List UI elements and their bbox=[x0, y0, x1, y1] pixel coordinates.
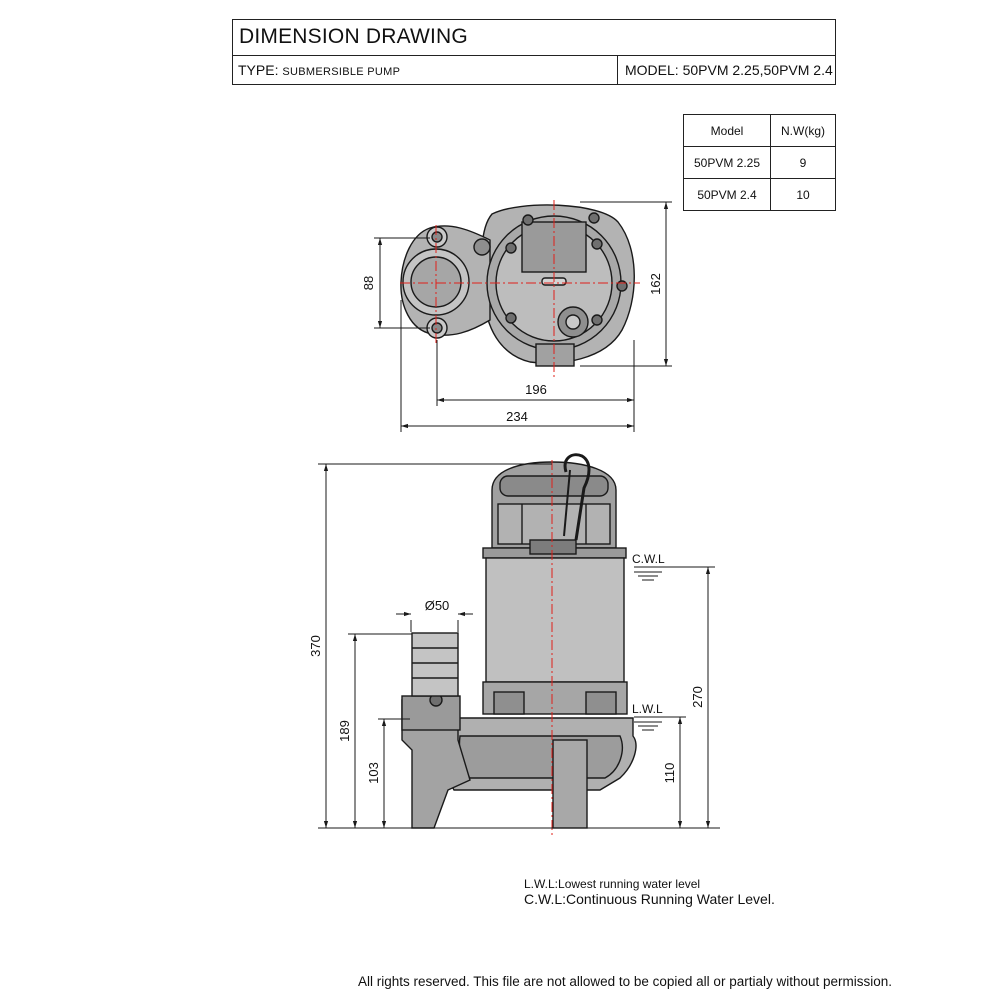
type-cell: TYPE: SUBMERSIBLE PUMP bbox=[233, 56, 618, 84]
screw bbox=[522, 214, 534, 226]
screw bbox=[505, 312, 517, 324]
weight-table: Model N.W(kg) 50PVM 2.25 9 50PVM 2.4 10 bbox=[683, 114, 836, 211]
side-cable-clamp bbox=[529, 539, 577, 555]
screw bbox=[505, 242, 517, 254]
dim-103: 103 bbox=[366, 762, 381, 784]
type-label: TYPE: bbox=[238, 62, 279, 78]
legend-lwl: L.W.L:Lowest running water level bbox=[524, 877, 701, 891]
side-leg bbox=[552, 739, 588, 829]
lwl-label: L.W.L bbox=[632, 702, 663, 716]
table-header-row: Model N.W(kg) bbox=[683, 114, 836, 147]
cwl-label: C.W.L bbox=[632, 552, 665, 566]
legend-cwl: C.W.L:Continuous Running Water Level. bbox=[524, 891, 775, 907]
flange-bolt-hole bbox=[431, 231, 443, 243]
table-row: 50PVM 2.25 9 bbox=[683, 146, 836, 179]
row-model: 50PVM 2.4 bbox=[683, 178, 771, 211]
side-motor-body bbox=[485, 557, 625, 683]
header-model: Model bbox=[683, 114, 771, 147]
side-view bbox=[401, 453, 637, 835]
dim-diameter-50: Ø50 bbox=[425, 598, 450, 613]
power-cable bbox=[563, 453, 591, 541]
dim-189: 189 bbox=[337, 720, 352, 742]
dim-234: 234 bbox=[506, 409, 528, 424]
side-top-band bbox=[499, 475, 609, 497]
dim-196: 196 bbox=[525, 382, 547, 397]
screw bbox=[591, 314, 603, 326]
cable-gland-core bbox=[565, 314, 581, 330]
type-field: TYPE: SUBMERSIBLE PUMP bbox=[238, 62, 400, 78]
screw bbox=[591, 238, 603, 250]
side-top-ribs bbox=[497, 503, 611, 545]
drawing-title: DIMENSION DRAWING bbox=[239, 25, 468, 48]
top-handle bbox=[521, 221, 587, 273]
dim-162: 162 bbox=[648, 273, 663, 295]
row-weight: 9 bbox=[770, 146, 836, 179]
type-value: SUBMERSIBLE PUMP bbox=[282, 66, 401, 78]
side-hose-barb bbox=[411, 632, 459, 697]
row-model: 50PVM 2.25 bbox=[683, 146, 771, 179]
top-view bbox=[400, 200, 640, 380]
row-weight: 10 bbox=[770, 178, 836, 211]
side-dimensions bbox=[318, 463, 720, 829]
dim-88: 88 bbox=[361, 276, 376, 290]
header-weight: N.W(kg) bbox=[770, 114, 836, 147]
water-level-legend: L.W.L:Lowest running water level C.W.L:C… bbox=[524, 877, 775, 907]
flange-bolt-hole bbox=[431, 322, 443, 334]
table-row: 50PVM 2.4 10 bbox=[683, 178, 836, 211]
dim-370: 370 bbox=[308, 635, 323, 657]
top-dimensions bbox=[374, 201, 672, 432]
title-block: DIMENSION DRAWING TYPE: SUBMERSIBLE PUMP… bbox=[232, 19, 836, 85]
bottom-tab bbox=[535, 343, 575, 367]
dim-110: 110 bbox=[662, 763, 677, 784]
screw bbox=[588, 212, 600, 224]
dim-270: 270 bbox=[690, 686, 705, 708]
model-field: MODEL: 50PVM 2.25,50PVM 2.4 bbox=[625, 62, 833, 78]
title-row: DIMENSION DRAWING bbox=[233, 20, 835, 56]
small-knob bbox=[473, 238, 491, 256]
copyright-notice: All rights reserved. This file are not a… bbox=[358, 974, 893, 989]
